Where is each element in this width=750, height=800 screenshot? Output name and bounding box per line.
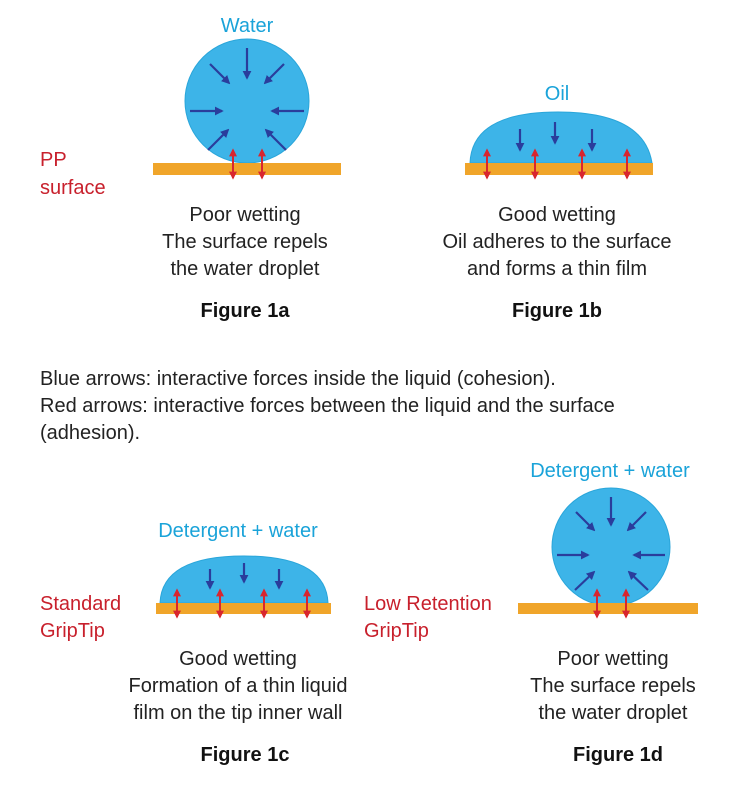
cohesion-arrows-1d	[557, 497, 665, 591]
pp-surface-label-line1: PP	[40, 149, 67, 171]
cohesion-arrows-1c	[205, 563, 284, 590]
detergent-label-1d: Detergent + water	[530, 460, 690, 482]
fig1b-title: Figure 1b	[512, 300, 602, 322]
low-retention-bar	[518, 603, 698, 614]
low-retention-line2: GripTip	[364, 620, 429, 642]
fig1a-caption-line2: The surface repels	[162, 231, 328, 253]
pp-surface-bar	[153, 163, 341, 175]
fig1a-caption-line1: Poor wetting	[189, 204, 300, 226]
adhesion-arrows-1c	[173, 588, 311, 619]
figure-1b: Oil Good wetting Oil adheres to the surf…	[442, 83, 671, 322]
figure-1a: Water PP surface Poor wetting The surfac…	[40, 15, 341, 322]
low-retention-line1: Low Retention	[364, 593, 492, 615]
water-label: Water	[221, 15, 274, 37]
fig1d-caption-line2: The surface repels	[530, 675, 696, 697]
adhesion-arrows-1b	[483, 148, 631, 180]
fig1b-caption-line1: Good wetting	[498, 204, 616, 226]
detergent-label-1c: Detergent + water	[158, 520, 318, 542]
fig1a-title: Figure 1a	[201, 300, 291, 322]
legend: Blue arrows: interactive forces inside t…	[40, 368, 615, 444]
legend-line3: (adhesion).	[40, 422, 140, 444]
figure-1d: Detergent + water Low Retention GripTip …	[364, 460, 698, 766]
oil-label: Oil	[545, 83, 569, 105]
pp-surface-bar-1b	[465, 163, 653, 175]
standard-griptip-line2: GripTip	[40, 620, 105, 642]
legend-line1: Blue arrows: interactive forces inside t…	[40, 368, 556, 390]
standard-griptip-line1: Standard	[40, 593, 121, 615]
figure-1c: Detergent + water Standard GripTip Good …	[40, 520, 348, 766]
adhesion-arrows-1d	[593, 588, 630, 619]
fig1c-caption-line3: film on the tip inner wall	[134, 702, 343, 724]
cohesion-arrows	[190, 48, 304, 151]
fig1c-caption-line2: Formation of a thin liquid	[128, 675, 347, 697]
cohesion-arrows-1b	[515, 122, 597, 152]
standard-griptip-bar	[156, 603, 331, 614]
oil-film	[469, 111, 653, 164]
fig1c-caption-line1: Good wetting	[179, 648, 297, 670]
pp-surface-label-line2: surface	[40, 177, 106, 199]
fig1d-caption-line3: the water droplet	[539, 702, 688, 724]
fig1a-caption-line3: the water droplet	[171, 258, 320, 280]
fig1b-caption-line3: and forms a thin film	[467, 258, 647, 280]
legend-line2: Red arrows: interactive forces between t…	[40, 395, 615, 417]
fig1d-title: Figure 1d	[573, 744, 663, 766]
fig1b-caption-line2: Oil adheres to the surface	[442, 231, 671, 253]
adhesion-arrows	[229, 148, 266, 180]
fig1c-title: Figure 1c	[201, 744, 290, 766]
fig1d-caption-line1: Poor wetting	[557, 648, 668, 670]
